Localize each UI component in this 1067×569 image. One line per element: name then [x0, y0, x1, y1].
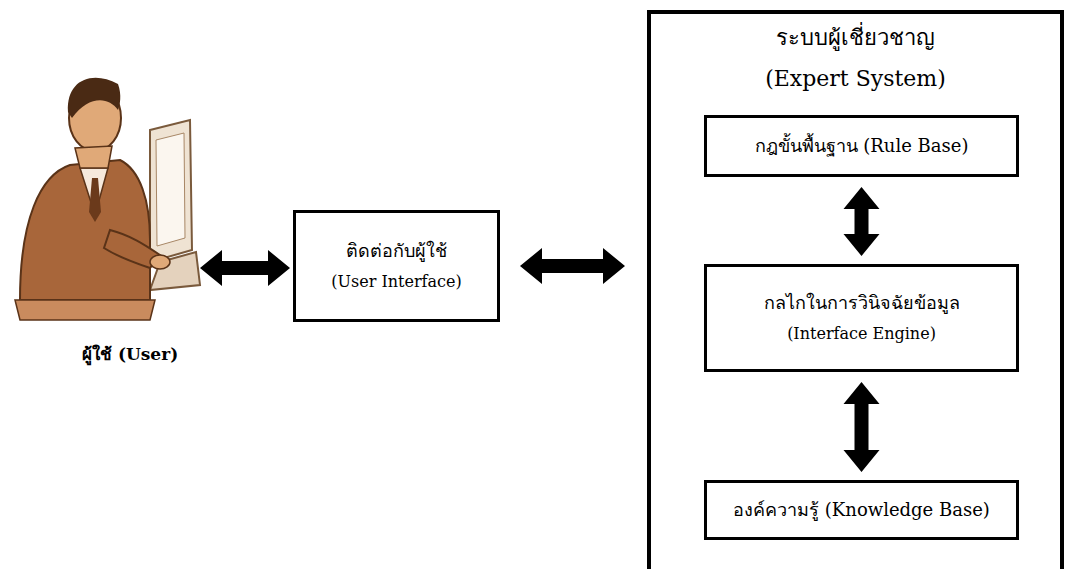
box-subtitle: (Interface Engine): [787, 324, 936, 345]
double-arrow: [520, 248, 625, 284]
actor-label: ผู้ใช้ (User): [82, 340, 178, 367]
box-title: องค์ความรู้ (Knowledge Base): [733, 498, 990, 521]
person-figure: [15, 78, 170, 320]
box-title: กฎขั้นพื้นฐาน (Rule Base): [755, 134, 969, 157]
box-subtitle: (User Interface): [331, 272, 461, 293]
inference-engine-box: กลไกในการวินิจฉัยข้อมูล (Interface Engine…: [704, 264, 1019, 372]
computer-monitor: [150, 120, 200, 290]
box-title: ระบบผู้เชี่ยวชาญ: [776, 24, 935, 53]
box-title: กลไกในการวินิจฉัยข้อมูล: [764, 291, 960, 314]
knowledge-base-box: องค์ความรู้ (Knowledge Base): [704, 480, 1019, 540]
double-arrow: [200, 250, 290, 286]
interface-box: ติดต่อกับผู้ใช้ (User Interface): [293, 210, 500, 322]
double-arrow: [844, 187, 880, 256]
box-title: ติดต่อกับผู้ใช้: [346, 239, 447, 262]
rule-base-box: กฎขั้นพื้นฐาน (Rule Base): [704, 115, 1019, 177]
system-container: ระบบผู้เชี่ยวชาญ (Expert System) กฎขั้นพื้…: [647, 10, 1064, 569]
box-subtitle: (Expert System): [765, 65, 946, 94]
double-arrow: [844, 382, 880, 472]
